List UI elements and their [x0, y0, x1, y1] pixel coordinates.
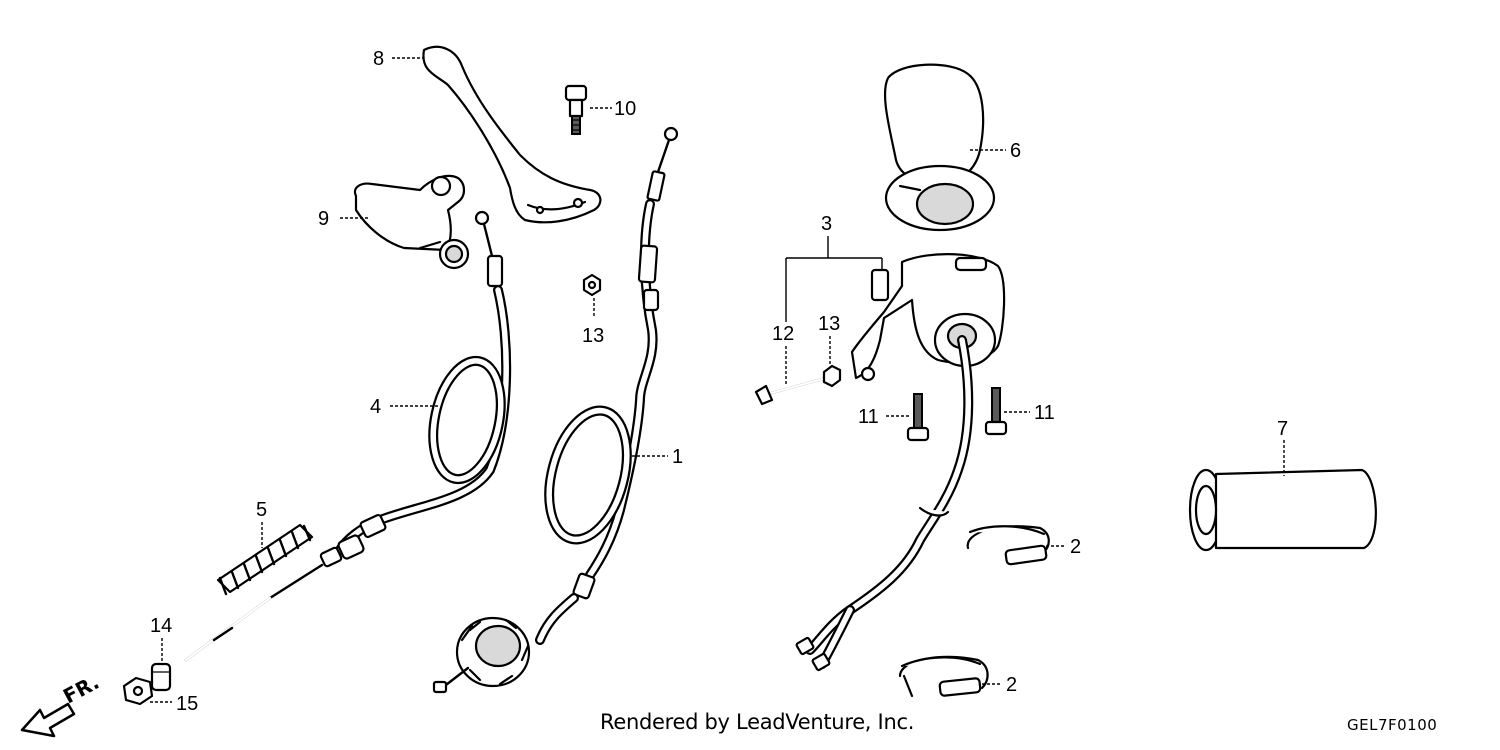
adjust-nut-part-15: [122, 676, 154, 706]
callout-2-upper: 2: [1070, 536, 1081, 558]
switch-harness: [795, 335, 974, 672]
wire-band-part-2-lower: [898, 655, 989, 698]
front-arrow-icon: FR.: [20, 670, 103, 738]
throttle-housing: [850, 253, 1006, 382]
callout-11-left: 11: [858, 406, 879, 428]
callout-13-right: 13: [818, 313, 840, 335]
callout-5: 5: [256, 499, 267, 521]
callout-7: 7: [1277, 418, 1288, 440]
rear-brake-cable-part-4: [184, 210, 512, 662]
credit-text: Rendered by LeadVenture, Inc.: [600, 710, 915, 734]
front-marker-label: FR.: [59, 670, 103, 708]
throttle-cable-part-1: [432, 126, 679, 694]
brake-lever-part-8: [422, 45, 602, 224]
screw-part-11-right: [984, 387, 1008, 436]
spring-part-5: [216, 523, 314, 596]
callout-2-lower: 2: [1006, 674, 1017, 696]
screw-part-11-left: [906, 393, 930, 442]
left-grip-part-7: [1188, 468, 1377, 552]
callout-3: 3: [821, 213, 832, 235]
throttle-grip-part-6: [883, 63, 996, 232]
nut-part-13-right: [822, 364, 842, 388]
callout-11-right: 11: [1034, 402, 1055, 424]
callout-8: 8: [373, 48, 384, 70]
nut-part-13-left: [582, 273, 602, 297]
callout-1: 1: [672, 446, 683, 468]
callout-13-left: 13: [582, 325, 604, 347]
callout-15: 15: [176, 693, 198, 715]
callout-6: 6: [1010, 140, 1021, 162]
callout-10: 10: [614, 98, 636, 120]
leader-lines: [150, 57, 1285, 703]
screw-part-12: [754, 376, 828, 406]
diagram-code: GEL7F0100: [1347, 716, 1438, 734]
wire-band-part-2-upper: [966, 525, 1050, 566]
callout-4: 4: [370, 396, 381, 418]
callout-12: 12: [772, 323, 794, 345]
adjust-joint-part-14: [150, 662, 172, 692]
lever-bracket-part-9: [353, 174, 470, 270]
callout-9: 9: [318, 208, 329, 230]
callout-14: 14: [150, 615, 172, 637]
pivot-bolt-part-10: [564, 84, 588, 135]
